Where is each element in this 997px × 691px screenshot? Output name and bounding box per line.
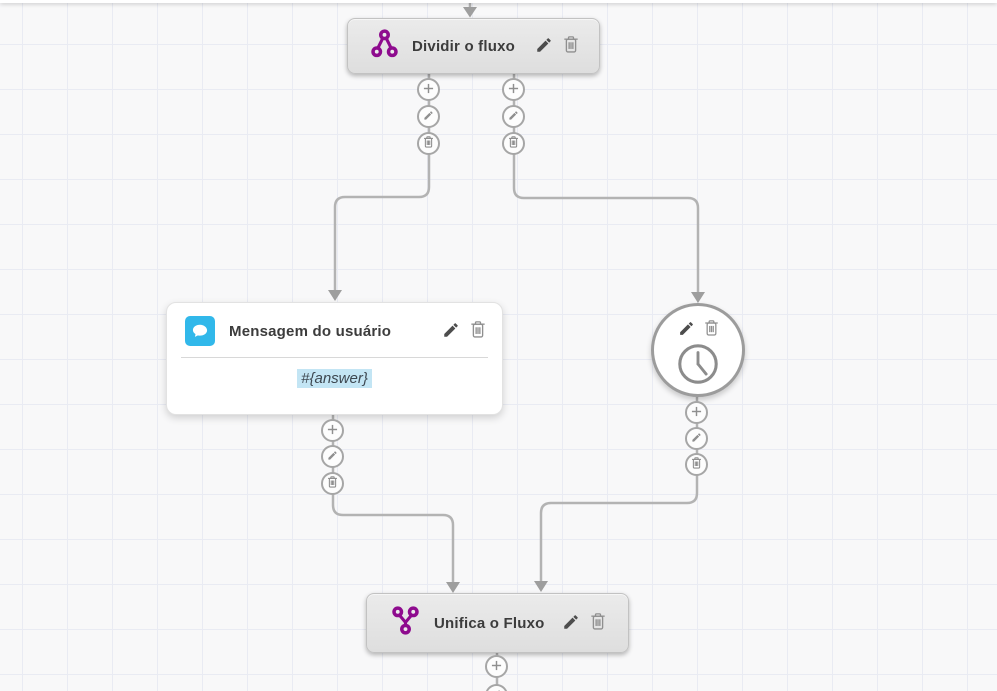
port-edit-button[interactable] bbox=[685, 427, 708, 450]
pencil-icon bbox=[535, 36, 553, 57]
split-flow-icon bbox=[369, 28, 400, 64]
pencil-icon bbox=[691, 431, 702, 446]
trash-icon bbox=[691, 457, 702, 472]
delete-node-button[interactable] bbox=[470, 320, 486, 342]
port-delete-button[interactable] bbox=[685, 453, 708, 476]
trash-icon bbox=[590, 612, 606, 634]
plus-icon bbox=[691, 405, 702, 420]
trash-icon bbox=[327, 476, 338, 491]
edit-node-button[interactable] bbox=[535, 36, 553, 57]
pencil-icon bbox=[562, 613, 580, 634]
arrowhead-into-split bbox=[463, 7, 477, 18]
pencil-icon bbox=[508, 109, 519, 124]
connector-timer-to-merge bbox=[539, 397, 699, 582]
arrowhead-into-timer bbox=[691, 292, 705, 303]
pencil-icon bbox=[327, 449, 338, 464]
connector-split-to-message bbox=[333, 74, 431, 291]
port-add-button[interactable] bbox=[321, 419, 344, 442]
port-edit-button[interactable] bbox=[321, 445, 344, 468]
trash-icon bbox=[704, 319, 719, 340]
port-add-button[interactable] bbox=[502, 78, 525, 101]
edit-node-button[interactable] bbox=[562, 613, 580, 634]
port-edit-button[interactable] bbox=[417, 105, 440, 128]
delete-node-button[interactable] bbox=[704, 319, 719, 340]
trash-icon bbox=[423, 136, 434, 151]
trash-icon bbox=[508, 136, 519, 151]
node-user-message[interactable]: Mensagem do usuário bbox=[166, 302, 503, 415]
pencil-icon bbox=[678, 320, 695, 340]
port-delete-button[interactable] bbox=[321, 472, 344, 495]
arrowhead-into-merge-left bbox=[446, 582, 460, 593]
node-timer[interactable] bbox=[651, 303, 745, 397]
node-merge-flow[interactable]: Unifica o Fluxo bbox=[366, 593, 629, 653]
top-panel-edge bbox=[0, 0, 997, 3]
plus-icon bbox=[423, 82, 434, 97]
delete-node-button[interactable] bbox=[590, 612, 606, 634]
port-edit-button[interactable] bbox=[502, 105, 525, 128]
node-split-flow[interactable]: Dividir o fluxo bbox=[347, 18, 600, 74]
plus-icon bbox=[508, 82, 519, 97]
trash-icon bbox=[470, 320, 486, 342]
node-title: Dividir o fluxo bbox=[412, 37, 516, 55]
plus-icon bbox=[491, 659, 502, 674]
merge-flow-icon bbox=[390, 605, 421, 641]
port-delete-button[interactable] bbox=[417, 132, 440, 155]
port-delete-button[interactable] bbox=[502, 132, 525, 155]
port-add-button[interactable] bbox=[417, 78, 440, 101]
chat-bubble-icon bbox=[185, 316, 215, 346]
message-body: #{answer} bbox=[167, 358, 502, 388]
port-add-button[interactable] bbox=[685, 401, 708, 424]
pencil-icon bbox=[442, 321, 460, 342]
connector-message-to-merge bbox=[331, 415, 455, 583]
pencil-icon bbox=[423, 109, 434, 124]
edit-node-button[interactable] bbox=[678, 320, 695, 340]
arrowhead-into-message bbox=[328, 290, 342, 301]
connector-split-to-timer bbox=[512, 74, 700, 293]
arrowhead-into-merge-right bbox=[534, 581, 548, 592]
plus-icon bbox=[327, 423, 338, 438]
divider bbox=[181, 357, 488, 358]
node-title: Unifica o Fluxo bbox=[434, 614, 545, 632]
delete-node-button[interactable] bbox=[563, 35, 579, 57]
trash-icon bbox=[563, 35, 579, 57]
port-add-button[interactable] bbox=[485, 655, 508, 678]
clock-icon bbox=[675, 340, 721, 392]
variable-token: #{answer} bbox=[297, 369, 372, 388]
edit-node-button[interactable] bbox=[442, 321, 460, 342]
node-title: Mensagem do usuário bbox=[229, 322, 392, 340]
